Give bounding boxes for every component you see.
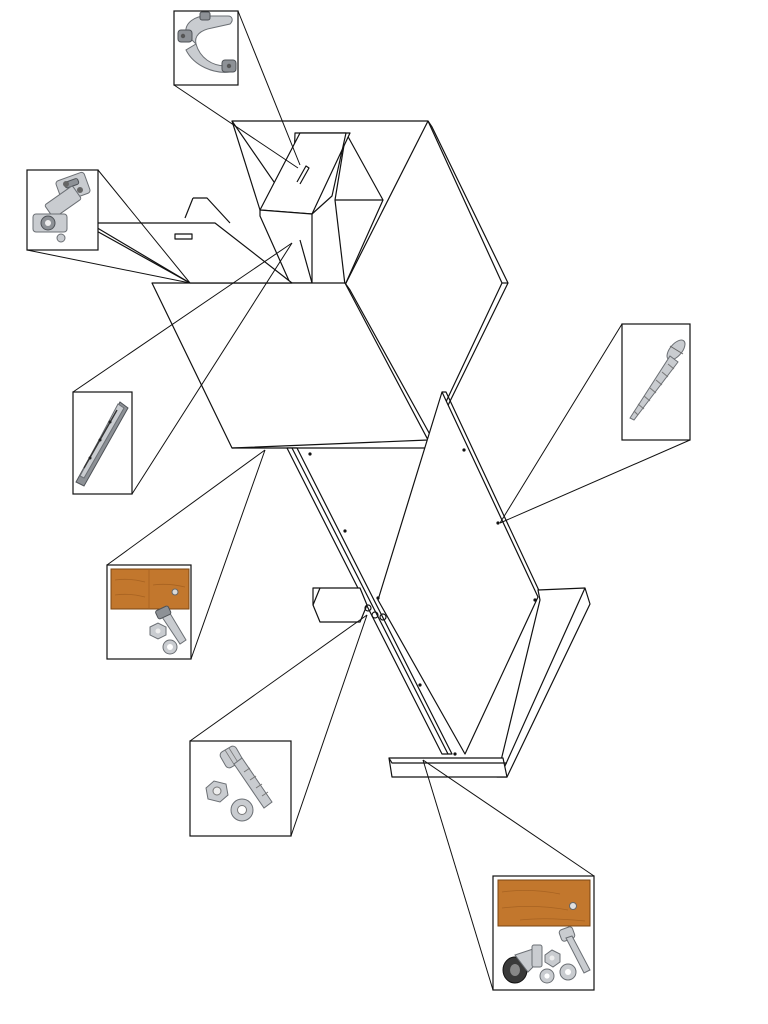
inset-caster-kit (492, 875, 595, 991)
upper-cabinet (88, 120, 509, 449)
inset-drawer-handle (173, 10, 239, 86)
wood-block-bolt-icon (110, 568, 190, 655)
bottom-panel (377, 391, 539, 755)
drawer-handle-mark (296, 165, 310, 185)
bolt-nut-washer-icon (205, 745, 273, 822)
inset-hinge (26, 169, 99, 251)
callout-lines (26, 10, 691, 991)
drawer-rail-icon (75, 401, 129, 487)
inset-wood-block-bolt (106, 564, 192, 660)
bottom-foot-board (388, 757, 508, 778)
mid-block (312, 587, 368, 623)
flap-handle-mark (174, 233, 193, 240)
screw-icon (629, 339, 686, 421)
caster-kit-icon (497, 879, 591, 984)
top-flap-panel (88, 222, 293, 284)
inset-bolt-nut-washer (189, 740, 292, 837)
hinge-icon (32, 171, 91, 243)
lower-frame (286, 391, 591, 778)
drawer-handle-icon (177, 11, 237, 73)
inset-screw (621, 323, 691, 441)
inset-drawer-rail (72, 391, 133, 495)
